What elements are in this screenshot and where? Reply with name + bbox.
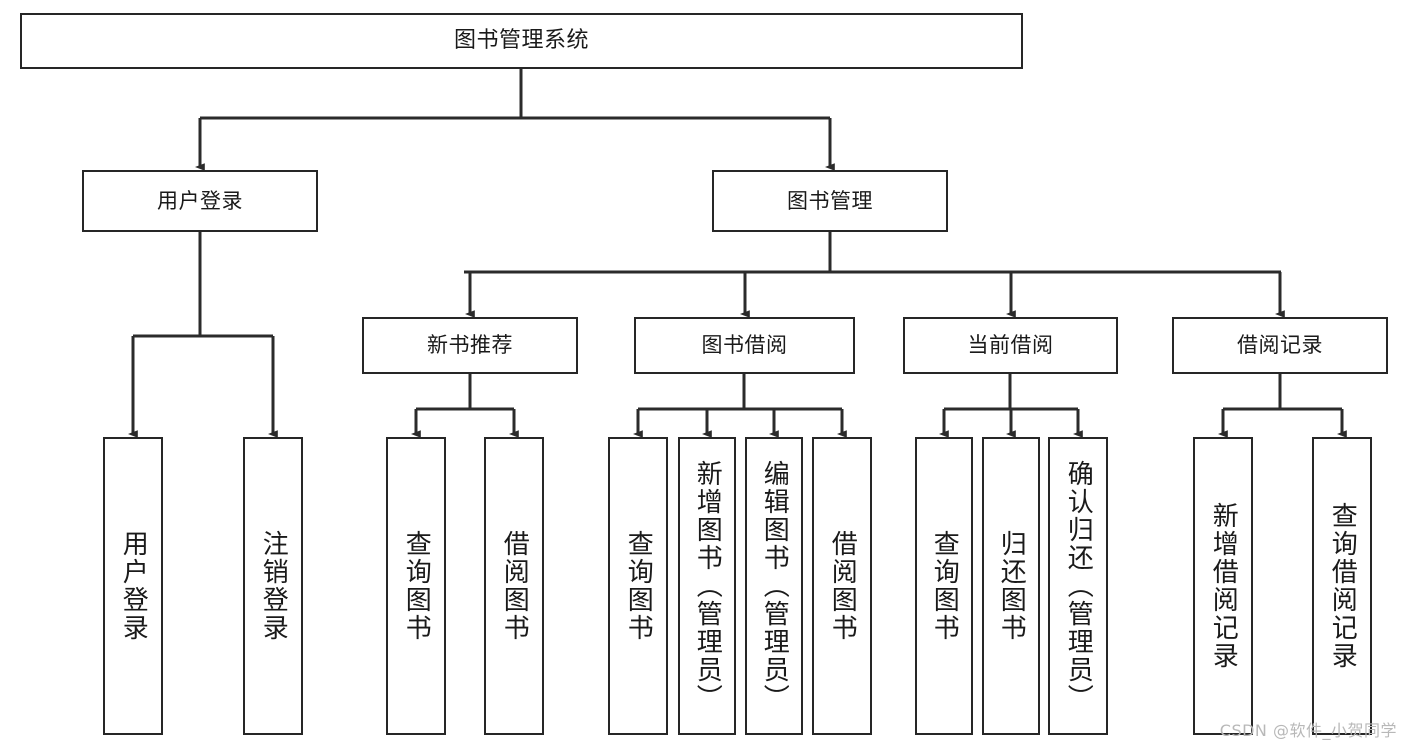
leaf-node[interactable]: 注销登录 [243, 437, 303, 735]
leaf-node-label: 查询图书 [623, 530, 654, 642]
leaf-node[interactable]: 用户登录 [103, 437, 163, 735]
node-user-login-label: 用户登录 [157, 188, 243, 213]
leaf-node[interactable]: 新增借阅记录 [1193, 437, 1253, 735]
leaf-node[interactable]: 查询借阅记录 [1312, 437, 1372, 735]
leaf-node-label: 新增借阅记录 [1208, 502, 1239, 670]
leaf-node-label: 借阅图书 [827, 530, 858, 642]
connector-lines [128, 69, 1347, 438]
node-user-login[interactable]: 用户登录 [82, 170, 318, 232]
node-new-book-recommend[interactable]: 新书推荐 [362, 317, 578, 374]
node-book-manage-label: 图书管理 [787, 188, 873, 213]
watermark: CSDN @软件_小贺同学 [1219, 721, 1397, 740]
node-root-label: 图书管理系统 [453, 28, 589, 54]
leaf-node-label: 归还图书 [996, 530, 1027, 642]
leaf-node-label: 编辑图书（管理员） [759, 460, 790, 712]
leaf-node[interactable]: 新增图书（管理员） [678, 437, 736, 735]
leaf-node[interactable]: 借阅图书 [484, 437, 544, 735]
leaf-node-label: 查询借阅记录 [1327, 502, 1358, 670]
leaf-node[interactable]: 归还图书 [982, 437, 1040, 735]
leaf-node-label: 注销登录 [258, 530, 289, 642]
node-book-borrow-label: 图书借阅 [701, 333, 788, 358]
leaf-node[interactable]: 确认归还（管理员） [1048, 437, 1108, 735]
node-current-borrow[interactable]: 当前借阅 [903, 317, 1118, 374]
leaf-node-label: 新增图书（管理员） [692, 460, 723, 712]
node-book-manage[interactable]: 图书管理 [712, 170, 948, 232]
leaf-node[interactable]: 查询图书 [386, 437, 446, 735]
node-new-book-recommend-label: 新书推荐 [427, 333, 513, 358]
leaf-node-label: 借阅图书 [499, 530, 530, 642]
leaf-node[interactable]: 查询图书 [608, 437, 668, 735]
node-borrow-record[interactable]: 借阅记录 [1172, 317, 1388, 374]
node-borrow-record-label: 借阅记录 [1237, 333, 1323, 358]
leaf-node-label: 查询图书 [929, 530, 960, 642]
leaf-node[interactable]: 查询图书 [915, 437, 973, 735]
node-book-borrow[interactable]: 图书借阅 [634, 317, 855, 374]
leaf-node-label: 用户登录 [118, 530, 149, 642]
node-current-borrow-label: 当前借阅 [967, 333, 1054, 358]
node-root[interactable]: 图书管理系统 [20, 13, 1023, 69]
leaf-node-label: 查询图书 [401, 530, 432, 642]
leaf-node[interactable]: 借阅图书 [812, 437, 872, 735]
leaf-node[interactable]: 编辑图书（管理员） [745, 437, 803, 735]
leaf-node-label: 确认归还（管理员） [1063, 460, 1094, 712]
